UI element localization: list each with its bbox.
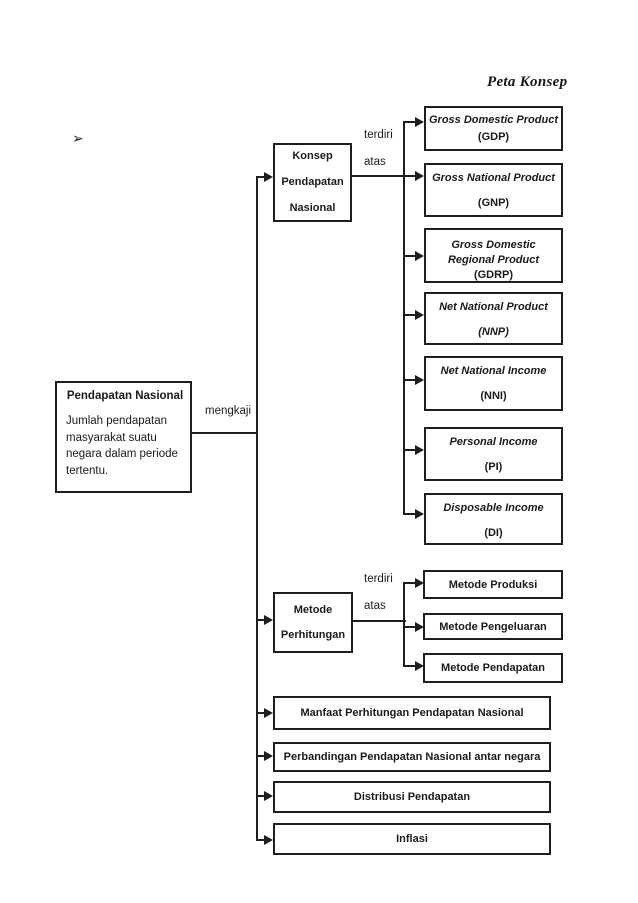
concept-code: (GDRP) xyxy=(473,269,514,281)
concept-code: (PI) xyxy=(484,461,503,473)
edge-label-mengkaji: mengkaji xyxy=(205,405,252,417)
connector-distributor-metode xyxy=(403,582,405,667)
arrowhead-perbandingan xyxy=(264,751,273,761)
concept-name: Personal Income xyxy=(449,436,538,448)
node-inflasi: Inflasi xyxy=(273,823,551,855)
node-label: Metode Pengeluaran xyxy=(439,620,547,633)
node-nni: Net National Income (NNI) xyxy=(424,356,563,411)
node-gnp: Gross National Product (GNP) xyxy=(424,163,563,217)
node-konsep-pendapatan-nasional: Konsep Pendapatan Nasional xyxy=(273,143,352,222)
connector-stub-inflasi xyxy=(256,839,266,841)
node-metode-perhitungan: Metode Perhitungan xyxy=(273,592,353,653)
node-line: Konsep xyxy=(292,150,333,162)
node-manfaat-perhitungan: Manfaat Perhitungan Pendapatan Nasional xyxy=(273,696,551,730)
node-pi: Personal Income (PI) xyxy=(424,427,563,481)
concept-code: (DI) xyxy=(484,527,503,539)
concept-code: (GNP) xyxy=(477,197,510,209)
arrowhead-nni xyxy=(415,375,424,385)
arrowhead-produksi xyxy=(415,578,424,588)
node-perbandingan: Perbandingan Pendapatan Nasional antar n… xyxy=(273,742,551,772)
node-gdrp: Gross Domestic Regional Product (GDRP) xyxy=(424,228,563,283)
connector-stub-pendapatan xyxy=(403,665,416,667)
node-metode-produksi: Metode Produksi xyxy=(423,570,563,599)
arrowhead-pendapatan xyxy=(415,661,424,671)
connector-stub-gdp xyxy=(403,121,416,123)
node-label: Inflasi xyxy=(396,833,428,845)
connector-stub-perbandingan xyxy=(256,755,266,757)
concept-name: Gross Domestic Regional Product xyxy=(447,239,540,266)
connector-mengkaji xyxy=(192,432,257,434)
connector-stub-distribusi xyxy=(256,795,266,797)
node-di: Disposable Income (DI) xyxy=(424,493,563,545)
edge-label-line: terdiri xyxy=(364,573,393,585)
page-title: Peta Konsep xyxy=(487,74,568,90)
connector-stub-produksi xyxy=(403,582,416,584)
arrow-bullet-icon: ➢ xyxy=(72,130,84,146)
node-label: Metode Pendapatan xyxy=(441,662,545,674)
connector-stub-gdrp xyxy=(403,255,416,257)
node-line: Perhitungan xyxy=(280,628,346,641)
arrowhead-gdp xyxy=(415,117,424,127)
edge-label-terdiri-atas-konsep: terdiri atas xyxy=(364,122,393,176)
connector-stub-konsep xyxy=(256,176,266,178)
concept-name: Gross Domestic Product xyxy=(429,114,558,126)
connector-stub-di xyxy=(403,513,416,515)
arrowhead-gnp xyxy=(415,171,424,181)
node-label: Metode Produksi xyxy=(448,578,538,591)
arrowhead-inflasi xyxy=(264,835,273,845)
arrowhead-distribusi xyxy=(264,791,273,801)
arrowhead-nnp xyxy=(415,310,424,320)
edge-label-line: terdiri xyxy=(364,129,393,141)
connector-distributor-konsep xyxy=(403,121,405,515)
concept-code: (NNP) xyxy=(478,326,509,338)
arrowhead-manfaat xyxy=(264,708,273,718)
concept-name: Net National Income xyxy=(440,365,547,377)
node-line: Pendapatan xyxy=(281,176,344,188)
node-metode-pendapatan: Metode Pendapatan xyxy=(423,653,563,683)
connector-stub-nnp xyxy=(403,314,416,316)
node-label: Manfaat Perhitungan Pendapatan Nasional xyxy=(300,707,524,719)
edge-label-terdiri-atas-metode: terdiri atas xyxy=(364,566,393,620)
node-label: Distribusi Pendapatan xyxy=(353,791,471,803)
concept-name: Disposable Income xyxy=(443,502,544,514)
arrowhead-gdrp xyxy=(415,251,424,261)
node-label: Perbandingan Pendapatan Nasional antar n… xyxy=(283,751,541,763)
node-nnp: Net National Product (NNP) xyxy=(424,292,563,345)
concept-code: (GDP) xyxy=(477,131,510,143)
concept-code: (NNI) xyxy=(480,390,507,402)
node-distribusi-pendapatan: Distribusi Pendapatan xyxy=(273,781,551,813)
connector-stub-metode xyxy=(256,619,266,621)
connector-stub-pi xyxy=(403,449,416,451)
connector-stub-manfaat xyxy=(256,712,266,714)
arrowhead-konsep xyxy=(264,172,273,182)
node-pendapatan-nasional: Pendapatan Nasional Jumlah pendapatan ma… xyxy=(55,381,192,493)
edge-label-line: atas xyxy=(364,156,386,168)
node-line: Nasional xyxy=(289,202,336,214)
connector-stub-pengeluaran xyxy=(403,626,416,628)
arrowhead-di xyxy=(415,509,424,519)
node-metode-pengeluaran: Metode Pengeluaran xyxy=(423,613,563,640)
connector-feed-metode xyxy=(351,620,406,622)
arrowhead-metode xyxy=(264,615,273,625)
connector-stub-nni xyxy=(403,379,416,381)
concept-name: Gross National Product xyxy=(432,172,555,184)
node-title: Pendapatan Nasional xyxy=(66,390,184,402)
edge-label-line: atas xyxy=(364,600,386,612)
arrowhead-pi xyxy=(415,445,424,455)
node-description: Jumlah pendapatan masyarakat suatu negar… xyxy=(66,415,178,477)
node-line: Metode xyxy=(293,603,333,616)
concept-name: Net National Product xyxy=(439,301,548,313)
arrowhead-pengeluaran xyxy=(415,622,424,632)
node-gdp: Gross Domestic Product (GDP) xyxy=(424,106,563,151)
connector-feed-konsep xyxy=(351,175,416,177)
connector-trunk xyxy=(256,176,258,841)
